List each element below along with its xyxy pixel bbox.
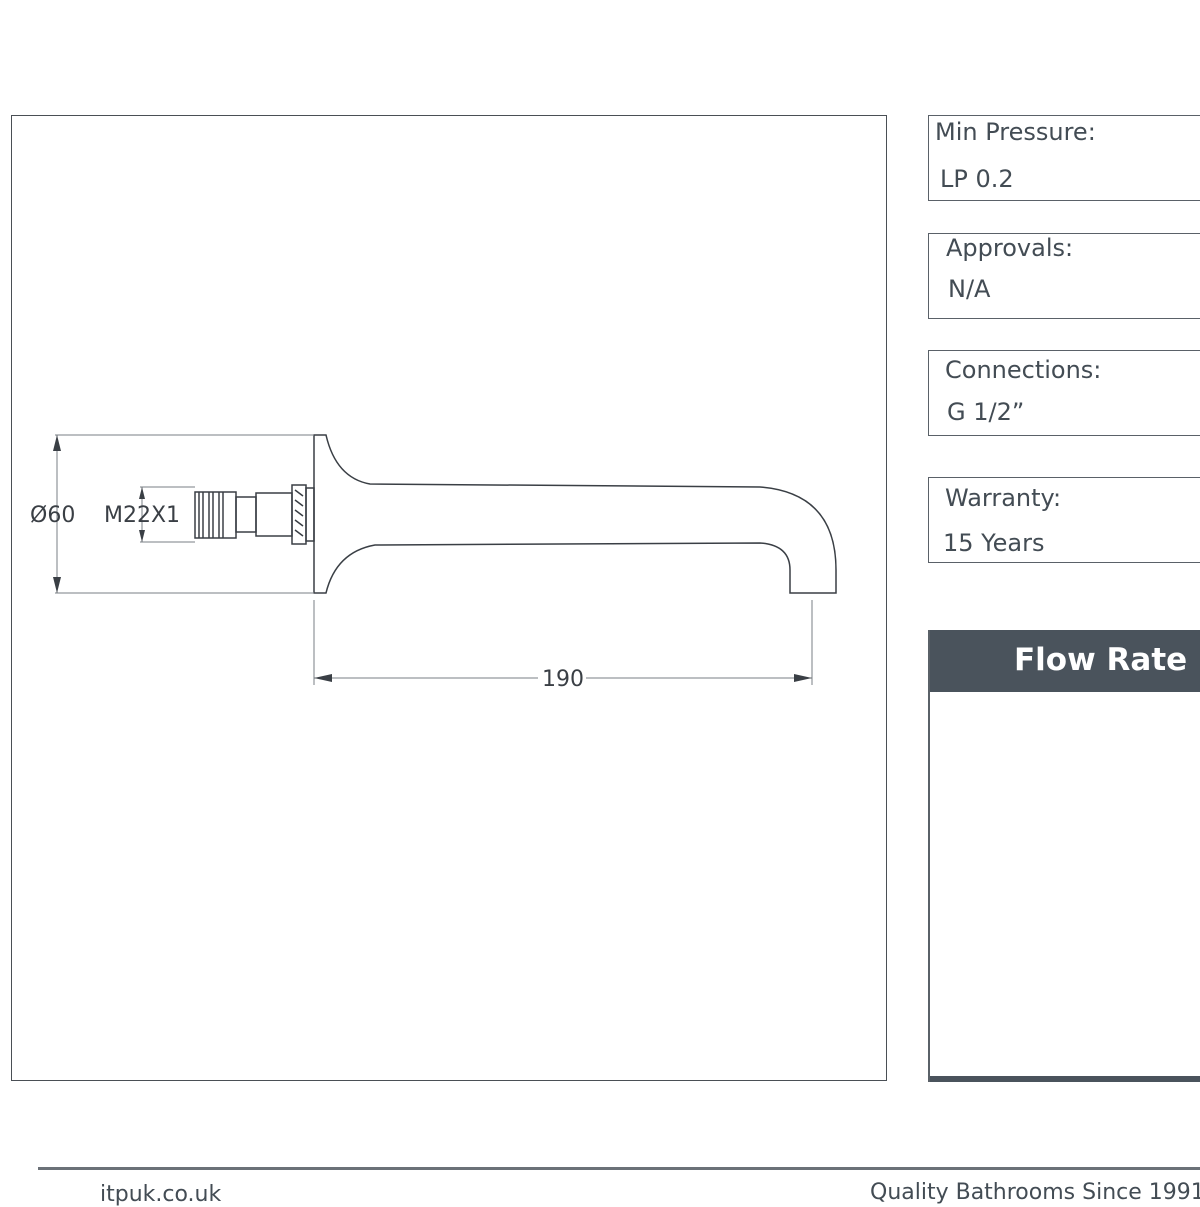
length-dimension-label: 190 (542, 667, 584, 692)
spec-connections: Connections: G 1/2” (928, 350, 1200, 436)
spec-label-connections: Connections: (945, 356, 1102, 384)
spout-wall-plate (313, 434, 837, 594)
footer-divider (38, 1167, 1200, 1170)
connector-body (255, 492, 293, 537)
spec-value-connections: G 1/2” (947, 398, 1025, 426)
spec-approvals: Approvals: N/A (928, 233, 1200, 319)
spec-value-min-pressure: LP 0.2 (940, 165, 1014, 193)
footer-tagline: Quality Bathrooms Since 1991 (870, 1180, 1200, 1205)
spec-label-approvals: Approvals: (946, 234, 1074, 262)
diameter-dimension-label: Ø60 (30, 503, 75, 528)
connector-flange-inner (305, 487, 315, 542)
flow-rate-bottom-rule (930, 1076, 1200, 1082)
flow-rate-title: Flow Rate (1014, 642, 1188, 678)
flow-rate-panel: Flow Rate (928, 630, 1200, 1082)
connector-neck (235, 496, 257, 533)
spec-warranty: Warranty: 15 Years (928, 477, 1200, 563)
connector-thread (194, 491, 237, 539)
thread-dimension-label: M22X1 (104, 503, 180, 528)
flow-rate-header: Flow Rate (930, 630, 1200, 692)
spec-value-approvals: N/A (948, 275, 991, 303)
technical-drawing-frame (11, 115, 887, 1081)
spec-label-min-pressure: Min Pressure: (935, 118, 1096, 146)
footer-website: itpuk.co.uk (100, 1182, 222, 1207)
spec-min-pressure: Min Pressure: LP 0.2 (928, 115, 1200, 201)
spec-label-warranty: Warranty: (945, 484, 1062, 512)
spec-value-warranty: 15 Years (943, 529, 1045, 557)
